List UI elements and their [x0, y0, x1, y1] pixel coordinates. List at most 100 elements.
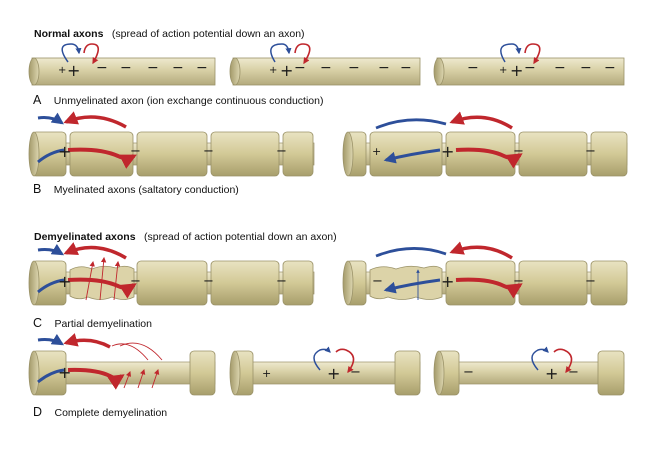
blue-local-current-arrow	[531, 346, 549, 371]
minus-sign: −	[120, 60, 132, 76]
panel-b-charges: + − − − + + − −	[58, 142, 596, 161]
leak-current-arrow	[123, 370, 132, 389]
myelin-sheath	[136, 131, 208, 177]
panel-b-text: Myelinated axons (saltatory conduction)	[54, 184, 239, 196]
minus-sign: −	[524, 60, 536, 76]
blue-local-current-arrow	[270, 43, 292, 63]
blue-current-arrow	[37, 333, 65, 346]
blue-current-arrow	[37, 368, 65, 384]
minus-sign: −	[294, 60, 306, 76]
blue-current-arrow	[37, 278, 65, 294]
red-current-arrow	[449, 111, 513, 130]
blue-current-arrow	[383, 148, 441, 164]
plus-sign: +	[327, 364, 340, 383]
myelin-sheath	[590, 131, 628, 177]
plus-sign: +	[545, 364, 558, 383]
myelin-sheath	[136, 260, 208, 306]
leak-current-arrow	[137, 368, 146, 389]
red-local-current-arrow	[294, 43, 311, 65]
panel-b-left-axon	[28, 131, 315, 177]
panel-a-currents	[61, 43, 541, 65]
axon-end	[28, 260, 40, 306]
axon-end	[433, 350, 445, 396]
axon-end	[229, 350, 241, 396]
minus-sign: −	[554, 60, 566, 76]
plus-sign: +	[510, 61, 523, 80]
axon-end	[28, 131, 40, 177]
myelin-sheath	[282, 131, 314, 177]
panel-d-axon-3	[433, 350, 625, 396]
red-current-arrow	[63, 242, 127, 260]
minus-sign: −	[130, 274, 141, 289]
red-current-arrow	[63, 333, 111, 349]
panel-b-right-axon	[342, 131, 628, 177]
red-current-arrow	[67, 277, 137, 299]
minus-sign: −	[372, 274, 383, 289]
minus-sign: −	[172, 60, 184, 76]
panel-a-text: Unmyelinated axon (ion exchange continuo…	[54, 95, 324, 107]
blue-local-current-arrow	[313, 346, 331, 371]
myelin-sheath	[518, 260, 588, 306]
panel-c-text: Partial demyelination	[54, 318, 152, 330]
plus-sign: +	[372, 145, 381, 158]
axon-end-3	[433, 57, 445, 86]
red-local-current-arrow	[83, 43, 100, 65]
myelin-sheath	[69, 131, 134, 177]
minus-sign: −	[585, 144, 596, 159]
myelin-sheath	[597, 350, 625, 396]
myelin-sheath	[210, 131, 280, 177]
myelin-sheath	[369, 131, 443, 177]
blue-current-arrow	[375, 118, 447, 130]
minus-sign: −	[580, 60, 592, 76]
red-local-current-arrow	[553, 348, 573, 374]
minus-sign: −	[203, 144, 214, 159]
panel-d-currents	[37, 333, 573, 390]
leak-current-arrow	[113, 260, 121, 301]
panel-a-axons	[28, 57, 625, 86]
panel-c-currents	[37, 241, 523, 301]
normal-axons-header: Normal axons (spread of action potential…	[34, 24, 305, 41]
plus-sign: +	[58, 142, 71, 161]
minus-sign: −	[467, 60, 479, 76]
blue-current-arrow	[37, 112, 64, 125]
minus-sign: −	[320, 60, 332, 76]
blue-local-current-arrow	[500, 43, 522, 63]
red-current-arrow	[455, 147, 523, 169]
blue-current-arrow	[383, 278, 441, 294]
panel-d-charges: + + + − − + −	[58, 363, 579, 383]
red-local-current-arrow	[335, 348, 355, 374]
red-current-arrow	[67, 147, 137, 169]
minus-sign: −	[378, 60, 390, 76]
minus-sign: −	[350, 365, 361, 380]
minus-sign: −	[203, 274, 214, 289]
myelin-sheath	[590, 260, 628, 306]
panel-a-charges: + + − − − − − + + − − − − − − + + − − − …	[58, 60, 616, 80]
plus-sign: +	[58, 272, 71, 291]
minus-sign: −	[604, 60, 616, 76]
myelin-sheath	[189, 350, 216, 396]
minus-sign: −	[348, 60, 360, 76]
unmyelinated-axon-2	[232, 57, 421, 86]
minus-sign: −	[130, 144, 141, 159]
minus-sign: −	[513, 144, 524, 159]
plus-sign: +	[262, 367, 271, 380]
red-local-current-arrow	[524, 43, 541, 65]
plus-sign: +	[269, 65, 277, 76]
panel-c-left-axon	[28, 260, 315, 306]
axon-end	[342, 260, 354, 306]
panel-d-axon-1	[28, 350, 216, 396]
demyelinated-axons-subtitle: (spread of action potential down an axon…	[144, 231, 337, 243]
minus-sign: −	[196, 60, 208, 76]
leak-current-arrow	[85, 260, 95, 301]
axon-end	[28, 350, 40, 396]
panel-b-letter: B	[33, 182, 41, 196]
panel-d-axon-2	[229, 350, 421, 396]
myelin-sheath	[445, 260, 516, 306]
plus-sign: +	[67, 61, 80, 80]
plus-sign: +	[58, 65, 66, 76]
myelin-sheath	[210, 260, 280, 306]
axon-end-1	[28, 57, 40, 86]
minus-sign: −	[400, 60, 412, 76]
axon-end-2	[229, 57, 241, 86]
